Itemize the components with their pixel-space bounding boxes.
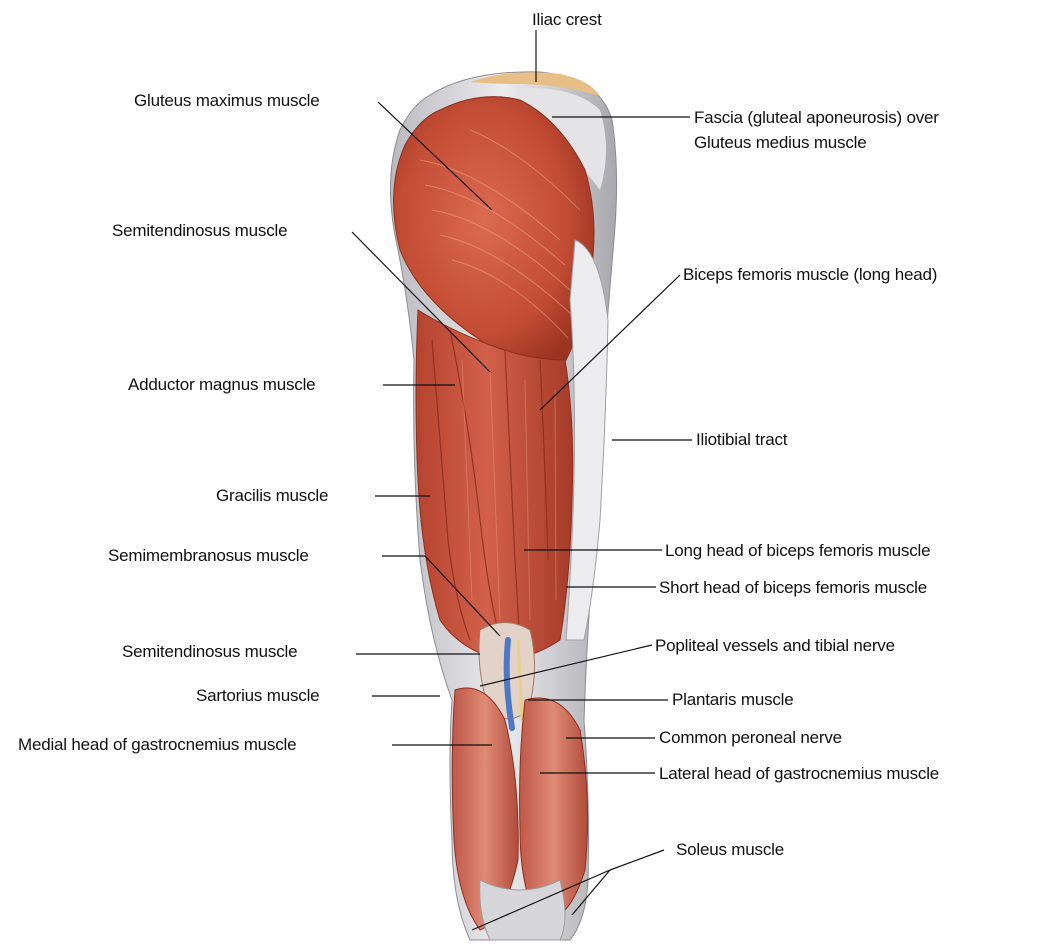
label-semitendinosus-lower: Semitendinosus muscle [122,642,297,662]
label-adductor-magnus: Adductor magnus muscle [128,375,315,395]
label-biceps-long-head: Biceps femoris muscle (long head) [683,265,937,285]
label-lateral-gastrocnemius: Lateral head of gastrocnemius muscle [659,764,939,784]
label-soleus: Soleus muscle [676,840,784,860]
label-common-peroneal: Common peroneal nerve [659,728,842,748]
label-gracilis: Gracilis muscle [216,486,328,506]
label-popliteal: Popliteal vessels and tibial nerve [655,636,895,656]
label-long-head-biceps: Long head of biceps femoris muscle [665,541,930,561]
label-fascia-line2: Gluteus medius muscle [694,133,866,153]
label-gluteus-maximus: Gluteus maximus muscle [134,91,320,111]
label-semitendinosus-upper: Semitendinosus muscle [112,221,287,241]
label-plantaris: Plantaris muscle [672,690,794,710]
label-sartorius: Sartorius muscle [196,686,319,706]
label-short-head-biceps: Short head of biceps femoris muscle [659,578,927,598]
label-iliac-crest: Iliac crest [532,10,602,30]
label-iliotibial-tract: Iliotibial tract [696,430,787,450]
label-semimembranosus: Semimembranosus muscle [108,546,309,566]
label-fascia-line1: Fascia (gluteal aponeurosis) over [694,108,939,128]
label-medial-gastrocnemius: Medial head of gastrocnemius muscle [18,735,296,755]
